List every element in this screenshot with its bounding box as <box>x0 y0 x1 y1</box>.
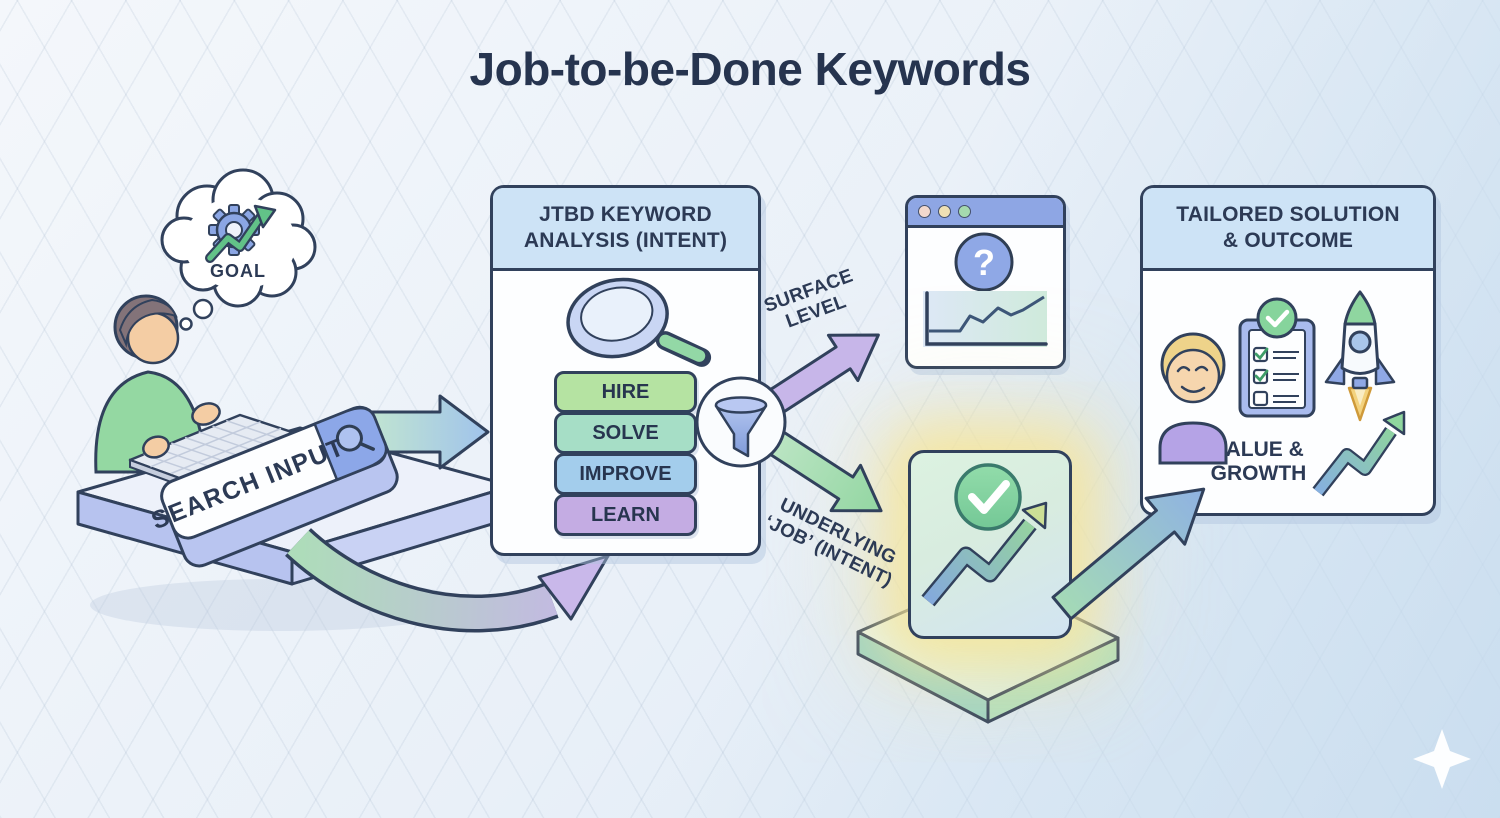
page-title: Job-to-be-Done Keywords <box>469 43 1031 95</box>
browser-result-card <box>905 195 1066 369</box>
surface-level-label: SURFACE LEVEL <box>761 265 856 333</box>
gear-growth-icon <box>205 204 277 263</box>
desk-platform <box>76 426 514 631</box>
sparkle-icon <box>1413 729 1471 789</box>
goal-thought-bubble: GOAL <box>160 168 317 331</box>
keyword-chip-solve: SOLVE <box>554 412 697 454</box>
keyword-chip-improve: IMPROVE <box>554 453 697 495</box>
jtbd-analysis-card: JTBD KEYWORD ANALYSIS (INTENT) HIRE SOLV… <box>490 185 761 556</box>
keyboard-illustration <box>128 402 324 499</box>
search-bar-label: SEARCH INPUT <box>148 433 349 535</box>
window-dot-red-icon <box>918 205 931 218</box>
value-growth-label: VALUE & GROWTH <box>1210 438 1307 486</box>
magnifier-icon <box>335 424 375 452</box>
goal-label: GOAL <box>210 261 266 281</box>
keyword-chip-hire: HIRE <box>554 371 697 413</box>
search-button <box>313 406 388 482</box>
person-illustration <box>94 294 208 474</box>
underlying-job-label: UNDERLYING ‘JOB’ (INTENT) <box>761 494 900 592</box>
outcome-card-title: TAILORED SOLUTION & OUTCOME <box>1143 188 1433 271</box>
browser-title-bar <box>908 198 1063 228</box>
arrow-search-to-analysis <box>360 394 490 470</box>
search-bar: SEARCH INPUT <box>148 405 399 568</box>
window-dot-yellow-icon <box>938 205 951 218</box>
keyword-chip-learn: LEARN <box>554 494 697 536</box>
jtbd-card-title: JTBD KEYWORD ANALYSIS (INTENT) <box>493 188 758 271</box>
validated-growth-card <box>908 450 1072 639</box>
window-dot-green-icon <box>958 205 971 218</box>
